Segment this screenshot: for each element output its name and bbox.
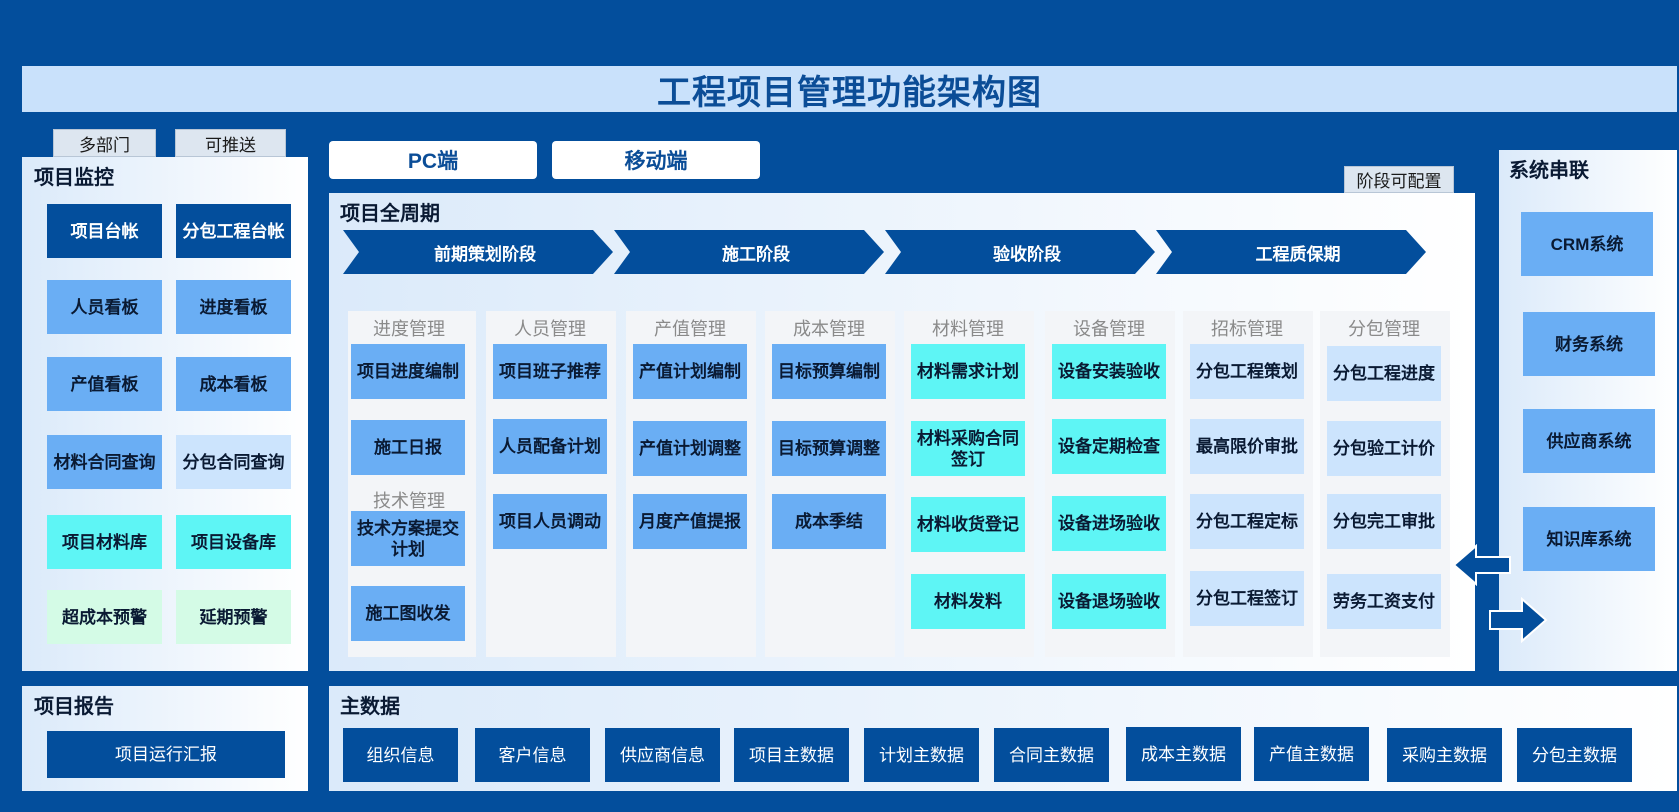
mobile-platform[interactable]: 移动端 <box>552 141 760 179</box>
master-data-item[interactable]: 供应商信息 <box>605 728 720 782</box>
system-crm[interactable]: CRM系统 <box>1521 212 1653 276</box>
stage-chevron-3 <box>885 230 1155 274</box>
master-data-title: 主数据 <box>340 696 400 718</box>
column-head-staff: 人员管理 <box>514 319 586 339</box>
monitor-item-equipment-lib[interactable]: 项目设备库 <box>176 515 291 569</box>
pc-platform[interactable]: PC端 <box>329 141 537 179</box>
column-head-subcontract: 分包管理 <box>1348 319 1420 339</box>
lifecycle-title: 项目全周期 <box>340 203 440 225</box>
monitor-item-sub-ledger[interactable]: 分包工程台帐 <box>176 204 291 258</box>
module-item[interactable]: 产值计划调整 <box>633 421 747 476</box>
module-item[interactable]: 分包工程策划 <box>1190 344 1304 399</box>
module-item[interactable]: 目标预算调整 <box>772 421 886 476</box>
monitor-item-sub-contract[interactable]: 分包合同查询 <box>176 435 291 489</box>
module-item[interactable]: 月度产值提报 <box>633 494 747 549</box>
stage-label-acceptance[interactable]: 验收阶段 <box>993 244 1061 264</box>
column-head-bidding: 招标管理 <box>1211 319 1283 339</box>
module-item[interactable]: 项目班子推荐 <box>493 344 607 399</box>
module-item[interactable]: 成本季结 <box>772 494 886 549</box>
master-data-item[interactable]: 成本主数据 <box>1126 727 1241 781</box>
monitor-item-over-cost-alert[interactable]: 超成本预警 <box>47 590 162 644</box>
stage-label-construction[interactable]: 施工阶段 <box>722 244 790 264</box>
system-supplier[interactable]: 供应商系统 <box>1523 409 1655 473</box>
monitor-item-delay-alert[interactable]: 延期预警 <box>176 590 291 644</box>
arrow-right-icon <box>1489 597 1548 643</box>
module-item[interactable]: 人员配备计划 <box>493 419 607 474</box>
column-head-schedule: 进度管理 <box>373 319 445 339</box>
monitor-item-output-board[interactable]: 产值看板 <box>47 357 162 411</box>
system-finance[interactable]: 财务系统 <box>1523 312 1655 376</box>
column-head-equipment: 设备管理 <box>1073 319 1145 339</box>
module-item[interactable]: 设备进场验收 <box>1052 496 1166 551</box>
module-item[interactable]: 分包工程定标 <box>1190 494 1304 549</box>
module-item[interactable]: 产值计划编制 <box>633 344 747 399</box>
report-title: 项目报告 <box>34 696 114 718</box>
column-head-output: 产值管理 <box>654 319 726 339</box>
stage-chevron-2 <box>614 230 884 274</box>
module-item[interactable]: 材料需求计划 <box>911 344 1025 399</box>
master-data-item[interactable]: 计划主数据 <box>864 728 979 782</box>
master-data-item[interactable]: 组织信息 <box>343 728 458 782</box>
stage-label-warranty[interactable]: 工程质保期 <box>1255 244 1341 264</box>
module-item[interactable]: 材料发料 <box>911 574 1025 629</box>
module-item[interactable]: 项目进度编制 <box>351 344 465 399</box>
module-item[interactable]: 劳务工资支付 <box>1327 574 1441 629</box>
stage-chevron-1 <box>343 230 613 274</box>
module-item[interactable]: 目标预算编制 <box>772 344 886 399</box>
module-item[interactable]: 施工日报 <box>351 420 465 475</box>
report-item[interactable]: 项目运行汇报 <box>47 731 285 778</box>
module-item[interactable]: 分包工程进度 <box>1327 346 1441 401</box>
tab-multi-dept[interactable]: 多部门 <box>53 129 156 157</box>
monitor-item-material-lib[interactable]: 项目材料库 <box>47 515 162 569</box>
module-item[interactable]: 项目人员调动 <box>493 494 607 549</box>
column-head-material: 材料管理 <box>932 319 1004 339</box>
monitor-item-cost-board[interactable]: 成本看板 <box>176 357 291 411</box>
systems-title: 系统串联 <box>1509 160 1589 182</box>
tab-pushable[interactable]: 可推送 <box>175 129 286 157</box>
master-data-item[interactable]: 采购主数据 <box>1387 728 1502 782</box>
title-bar: 工程项目管理功能架构图 <box>22 66 1677 112</box>
stage-label-planning[interactable]: 前期策划阶段 <box>434 244 536 264</box>
master-data-item[interactable]: 产值主数据 <box>1254 727 1369 781</box>
stage-chevron-4 <box>1156 230 1426 274</box>
module-item[interactable]: 设备定期检查 <box>1052 419 1166 474</box>
tab-stage-config[interactable]: 阶段可配置 <box>1344 166 1454 193</box>
master-data-item[interactable]: 客户信息 <box>475 728 590 782</box>
master-data-item[interactable]: 分包主数据 <box>1517 728 1632 782</box>
master-data-item[interactable]: 合同主数据 <box>994 728 1109 782</box>
system-knowledge[interactable]: 知识库系统 <box>1523 507 1655 571</box>
module-item[interactable]: 材料收货登记 <box>911 497 1025 552</box>
module-item[interactable]: 设备安装验收 <box>1052 344 1166 399</box>
module-item[interactable]: 最高限价审批 <box>1190 419 1304 474</box>
module-item[interactable]: 分包工程签订 <box>1190 571 1304 626</box>
module-item[interactable]: 施工图收发 <box>351 586 465 641</box>
page-title: 工程项目管理功能架构图 <box>657 73 1042 112</box>
module-item[interactable]: 分包完工审批 <box>1327 494 1441 549</box>
stage-chevrons <box>343 230 1426 274</box>
master-data-item[interactable]: 项目主数据 <box>734 728 849 782</box>
monitor-item-material-contract[interactable]: 材料合同查询 <box>47 435 162 489</box>
monitor-title: 项目监控 <box>34 167 114 189</box>
module-item[interactable]: 分包验工计价 <box>1327 421 1441 476</box>
column-head-cost: 成本管理 <box>793 319 865 339</box>
module-item[interactable]: 设备退场验收 <box>1052 574 1166 629</box>
monitor-item-ledger[interactable]: 项目台帐 <box>47 204 162 258</box>
monitor-item-staff-board[interactable]: 人员看板 <box>47 280 162 334</box>
monitor-item-progress-board[interactable]: 进度看板 <box>176 280 291 334</box>
module-item[interactable]: 材料采购合同签订 <box>911 421 1025 476</box>
module-item[interactable]: 技术方案提交计划 <box>351 511 465 566</box>
arrow-left-icon <box>1454 544 1511 586</box>
column-head-tech: 技术管理 <box>373 491 445 511</box>
